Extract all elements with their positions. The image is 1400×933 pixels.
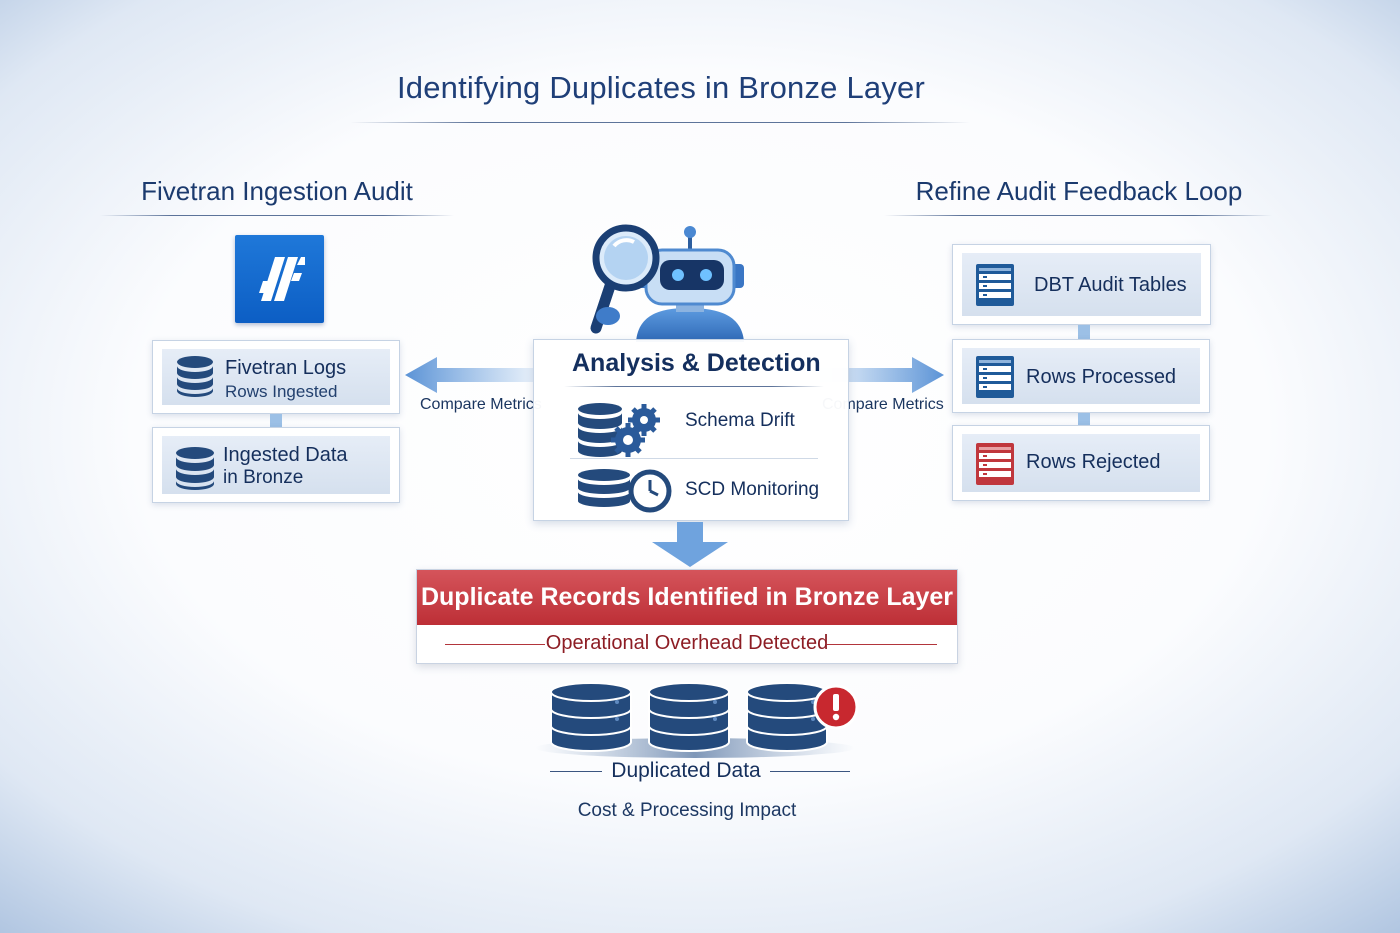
left-section-title: Fivetran Ingestion Audit: [141, 176, 413, 206]
fivetran-logo-icon: [259, 257, 305, 301]
robot-magnifier-icon: [590, 224, 744, 342]
right-compare-metrics-label: Compare Metrics: [822, 396, 944, 413]
center-divider: [570, 458, 818, 459]
fivetran-logs-label: Fivetran Logs: [225, 357, 347, 379]
duplicated-databases-icon: [535, 682, 859, 758]
right-connector-1: [1078, 325, 1090, 339]
center-title-underline: [564, 386, 824, 387]
left-compare-metrics-label: Compare Metrics: [420, 396, 542, 413]
rows-processed-label: Rows Processed: [1026, 366, 1177, 388]
diagram-title: Identifying Duplicates in Bronze Layer: [396, 70, 925, 105]
alert-rule-left: [445, 644, 545, 645]
table-icon: [976, 356, 1014, 398]
alert-title: Duplicate Records Identified in Bronze L…: [417, 570, 957, 625]
dup-rule-left: [550, 771, 602, 772]
dbt-audit-tables-card[interactable]: DBT Audit Tables: [952, 244, 1211, 325]
left-section-underline: [100, 215, 454, 216]
down-arrow: [652, 522, 728, 567]
analysis-detection-title: Analysis & Detection: [572, 349, 821, 377]
alert-subtitle: Operational Overhead Detected: [545, 632, 829, 654]
database-clock-icon: [578, 469, 672, 513]
right-section-title: Refine Audit Feedback Loop: [915, 176, 1243, 206]
left-arrow: [405, 357, 535, 393]
scd-monitoring-label: SCD Monitoring: [685, 479, 820, 500]
cost-impact-caption: Cost & Processing Impact: [577, 800, 797, 821]
in-bronze-label: in Bronze: [223, 467, 304, 488]
database-icon: [176, 447, 214, 490]
dup-rule-right: [770, 771, 850, 772]
table-icon: [976, 443, 1014, 485]
duplicate-records-alert: Duplicate Records Identified in Bronze L…: [416, 569, 958, 664]
analysis-detection-panel: Analysis & Detection Schema Drift: [533, 339, 849, 521]
right-arrow: [820, 357, 944, 393]
database-gears-icon: [578, 403, 660, 457]
right-section-underline: [884, 215, 1272, 216]
rows-ingested-label: Rows Ingested: [225, 382, 338, 401]
database-icon: [177, 356, 213, 397]
ingested-data-label: Ingested Data: [223, 444, 348, 466]
title-underline: [350, 122, 970, 123]
rows-processed-card[interactable]: Rows Processed: [952, 339, 1210, 413]
alert-rule-right: [827, 644, 937, 645]
table-icon: [976, 264, 1014, 306]
schema-drift-label: Schema Drift: [685, 410, 795, 431]
rows-rejected-label: Rows Rejected: [1026, 451, 1161, 473]
fivetran-logo: [235, 235, 324, 323]
left-connector: [270, 414, 282, 427]
right-connector-2: [1078, 413, 1090, 425]
rows-rejected-card[interactable]: Rows Rejected: [952, 425, 1210, 501]
ingested-data-card[interactable]: Ingested Data in Bronze: [152, 427, 400, 503]
fivetran-logs-card[interactable]: Fivetran Logs Rows Ingested: [152, 340, 400, 414]
dbt-audit-tables-label: DBT Audit Tables: [1034, 274, 1187, 296]
duplicated-data-label: Duplicated Data: [611, 759, 761, 782]
